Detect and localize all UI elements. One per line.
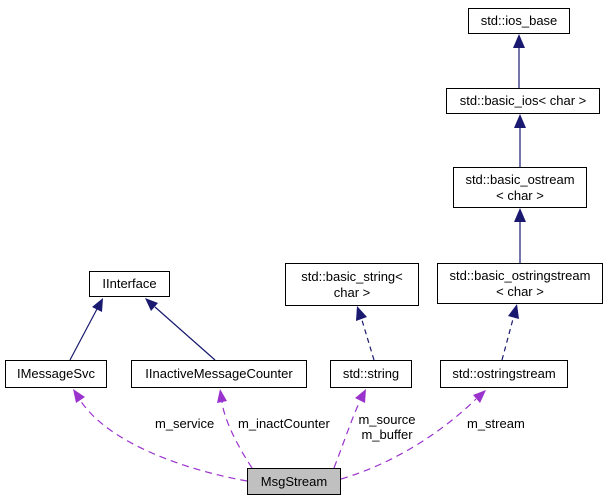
edge-msgstream-iinactive xyxy=(217,389,253,469)
edge-label-m-source: m_source xyxy=(358,412,416,427)
node-label: std::ios_base xyxy=(480,13,558,28)
edge-basicios-iosbase xyxy=(513,34,525,88)
node-std-basic-ostream[interactable]: std::basic_ostream < char > xyxy=(453,167,587,208)
edge-label-m-source-m-buffer: m_source m_buffer xyxy=(353,412,421,442)
node-std-ios-base[interactable]: std::ios_base xyxy=(468,8,570,34)
node-label: MsgStream xyxy=(260,473,328,489)
node-label: std::ostringstream xyxy=(452,366,556,381)
node-label-line1: std::basic_string< xyxy=(301,268,403,284)
edge-label-m-inactcounter: m_inactCounter xyxy=(238,416,330,431)
edge-msgstream-imessagesvc xyxy=(73,389,248,482)
node-iinterface[interactable]: IInterface xyxy=(89,271,170,297)
edge-label-m-service: m_service xyxy=(155,416,215,431)
node-std-ostringstream[interactable]: std::ostringstream xyxy=(440,360,568,388)
node-label-line1: std::basic_ostringstream xyxy=(449,267,591,283)
edge-label-m-buffer: m_buffer xyxy=(361,427,413,442)
edge-basicostringstream-basicostream xyxy=(514,208,526,263)
node-label: IMessageSvc xyxy=(16,366,96,381)
node-label-line2: < char > xyxy=(496,187,544,203)
node-std-string[interactable]: std::string xyxy=(330,360,412,388)
edge-basicostream-basicios xyxy=(514,114,526,167)
edge-msgstream-ostringstream xyxy=(340,390,486,480)
node-label-line1: std::basic_ostream xyxy=(465,171,575,187)
edge-label-m-stream: m_stream xyxy=(467,416,525,431)
node-label: std::string xyxy=(342,366,400,381)
edge-iinactive-iinterface xyxy=(145,298,216,361)
node-imessagesvc[interactable]: IMessageSvc xyxy=(5,360,107,388)
node-std-basic-string[interactable]: std::basic_string< char > xyxy=(285,263,419,306)
node-label: IInterface xyxy=(102,276,157,291)
edge-ostringstream-basicostringstream xyxy=(501,304,519,361)
edge-string-basicstring xyxy=(356,306,375,361)
node-iinactivemessagecounter[interactable]: IInactiveMessageCounter xyxy=(131,360,307,388)
node-label: std::basic_ios< char > xyxy=(459,93,587,108)
node-label-line2: char > xyxy=(333,284,371,300)
edge-imessagesvc-iinterface xyxy=(69,298,103,361)
node-label-line2: < char > xyxy=(496,283,544,299)
node-std-basic-ios[interactable]: std::basic_ios< char > xyxy=(446,88,600,114)
node-msgstream: MsgStream xyxy=(247,468,341,495)
edge-msgstream-string xyxy=(333,389,366,469)
node-label: IInactiveMessageCounter xyxy=(145,366,293,381)
node-std-basic-ostringstream[interactable]: std::basic_ostringstream < char > xyxy=(437,263,603,304)
